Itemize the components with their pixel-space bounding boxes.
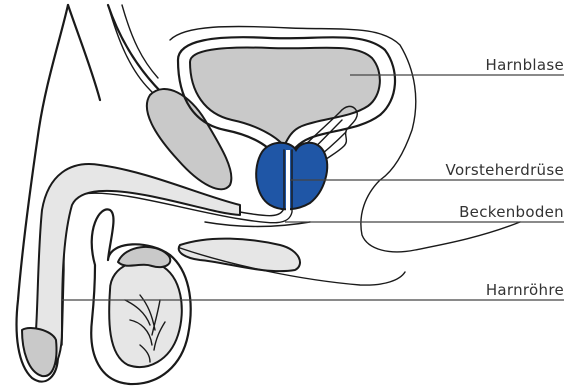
glans <box>22 328 56 376</box>
epididymis <box>118 247 170 267</box>
label-harnroehre: Harnröhre <box>486 281 564 299</box>
label-beckenboden: Beckenboden <box>459 203 564 221</box>
label-harnblase: Harnblase <box>485 56 564 74</box>
label-vorsteherdruese: Vorsteherdrüse <box>446 161 564 179</box>
bladder <box>190 48 380 146</box>
perineal-band <box>179 239 300 272</box>
